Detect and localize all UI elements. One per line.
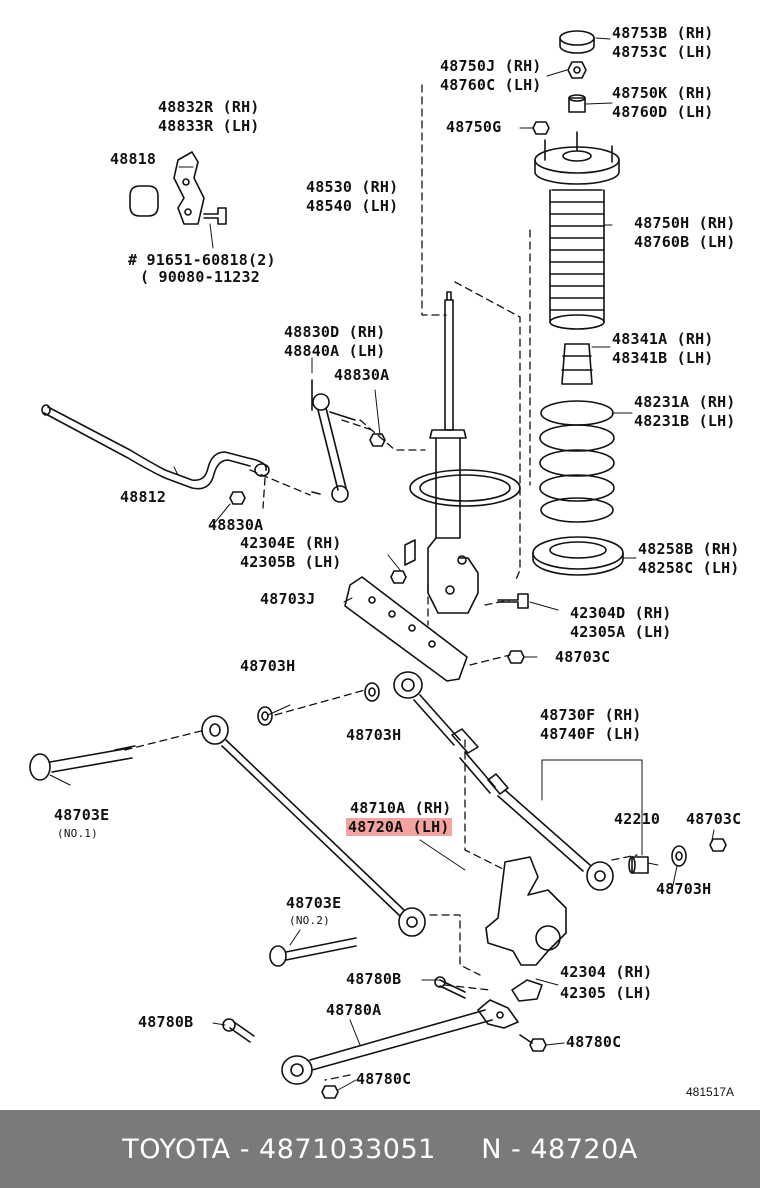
label-48818: 48818	[110, 150, 157, 168]
label-48760c: 48760C (LH)	[440, 76, 542, 94]
bushing-48818	[129, 185, 159, 217]
washer-48703h-c	[671, 845, 687, 867]
label-48258c: 48258C (LH)	[638, 559, 740, 577]
label-90080: ( 90080-11232	[140, 268, 260, 286]
bolt-91651	[203, 207, 227, 225]
label-48703e-no1-sub: (NO.1)	[57, 827, 98, 840]
bolt-48703e-no1	[29, 745, 136, 781]
label-48703e-no2-sub: (NO.2)	[289, 914, 330, 927]
dust-boot	[549, 189, 605, 330]
label-42305: 42305 (LH)	[560, 984, 653, 1002]
label-48750j: 48750J (RH)	[440, 57, 542, 75]
label-48830a-bottom: 48830A	[208, 516, 264, 534]
label-48780a: 48780A	[326, 1001, 382, 1019]
label-48258b: 48258B (RH)	[638, 540, 740, 558]
stabilizer-bar	[41, 404, 270, 490]
plate-48703j	[344, 576, 468, 682]
label-48540: 48540 (LH)	[306, 197, 399, 215]
label-42304e: 42304E (RH)	[240, 534, 342, 552]
mount-cap	[559, 30, 595, 54]
diagram-code: 481517A	[686, 1085, 735, 1099]
spring-insulator	[532, 536, 624, 576]
label-48812: 48812	[120, 488, 167, 506]
label-48703c-top: 48703C	[555, 648, 611, 666]
bracket-48832r	[173, 151, 205, 225]
label-48341b: 48341B (LH)	[612, 349, 714, 367]
label-48730f: 48730F (RH)	[540, 706, 642, 724]
control-arm-48730f	[393, 671, 614, 891]
bolt-48703e-no2	[269, 937, 357, 967]
diagram-drawing	[29, 30, 727, 1099]
label-91651: # 91651-60818(2)	[128, 251, 276, 269]
label-48832r: 48832R (RH)	[158, 98, 260, 116]
washer-48703h-b	[364, 682, 380, 702]
nut-48703c-bottom	[709, 838, 727, 852]
label-48780b-left: 48780B	[138, 1013, 194, 1031]
label-48740f: 48740F (LH)	[540, 725, 642, 743]
stabilizer-link	[311, 379, 356, 503]
label-42304d: 42304D (RH)	[570, 604, 672, 622]
label-48530: 48530 (RH)	[306, 178, 399, 196]
nut-48703c-top	[507, 650, 525, 664]
label-48703h-mid: 48703H	[346, 726, 402, 744]
nut-48830a-bottom	[229, 491, 246, 505]
label-48703c-right: 48703C	[686, 810, 742, 828]
label-48780c-bottom: 48780C	[356, 1070, 412, 1088]
label-48840a: 48840A (LH)	[284, 342, 386, 360]
nut-48750g	[532, 121, 550, 135]
label-42305b: 42305B (LH)	[240, 553, 342, 571]
bolt-48780c-b	[321, 1085, 339, 1099]
label-48703e-no1: 48703E	[54, 806, 110, 824]
footer-bar: TOYOTA - 4871033051 N - 48720A	[0, 1110, 760, 1188]
label-48703h-left: 48703H	[240, 657, 296, 675]
coil-spring	[539, 400, 615, 523]
bump-stopper	[561, 343, 593, 385]
shock-absorber	[404, 291, 521, 614]
label-42305a: 42305A (LH)	[570, 623, 672, 641]
label-42210: 42210	[614, 810, 661, 828]
mount-bushing	[568, 94, 586, 113]
label-48341a: 48341A (RH)	[612, 330, 714, 348]
steering-knuckle	[485, 856, 567, 1002]
washer-48703h-a	[257, 706, 273, 726]
label-48703j: 48703J	[260, 590, 316, 608]
label-48710a: 48710A (RH)	[350, 799, 452, 817]
label-48703h-right: 48703H	[656, 880, 712, 898]
parts-diagram: 48753B (RH) 48753C (LH) 48750J (RH) 4876…	[29, 24, 742, 1099]
label-48720a-highlight: 48720A (LH)	[346, 818, 452, 836]
bolt-48780c-a	[519, 1034, 547, 1052]
bolt-48780b-b	[222, 1018, 255, 1043]
label-48753c: 48753C (LH)	[612, 43, 714, 61]
bolt-42304d	[497, 593, 529, 609]
label-48750h: 48750H (RH)	[634, 214, 736, 232]
label-48231b: 48231B (LH)	[634, 412, 736, 430]
control-arm-48780a	[281, 999, 519, 1085]
label-48703e-no2: 48703E	[286, 894, 342, 912]
label-48753b: 48753B (RH)	[612, 24, 714, 42]
label-48830d: 48830D (RH)	[284, 323, 386, 341]
bushing-42210	[628, 856, 649, 874]
bolt-48780b-a	[434, 976, 466, 999]
leader-lines	[49, 37, 715, 1091]
guide-lines	[124, 84, 638, 1081]
label-48750g: 48750G	[446, 118, 502, 136]
label-48830a-top: 48830A	[334, 366, 390, 384]
label-48760b: 48760B (LH)	[634, 233, 736, 251]
label-48750k: 48750K (RH)	[612, 84, 714, 102]
nut-48830a-top	[369, 433, 386, 447]
mount-nut	[567, 61, 587, 79]
label-48780c-right: 48780C	[566, 1033, 622, 1051]
nut-42304e	[390, 570, 407, 584]
label-48780b-mid: 48780B	[346, 970, 402, 988]
label-48833r: 48833R (LH)	[158, 117, 260, 135]
footer-text: TOYOTA - 4871033051 N - 48720A	[122, 1133, 638, 1165]
upper-support	[534, 131, 620, 185]
label-48231a: 48231A (RH)	[634, 393, 736, 411]
label-48720a: 48720A (LH)	[346, 818, 452, 837]
label-48760d: 48760D (LH)	[612, 103, 714, 121]
control-arm-48710a	[201, 715, 426, 937]
label-42304: 42304 (RH)	[560, 963, 653, 981]
